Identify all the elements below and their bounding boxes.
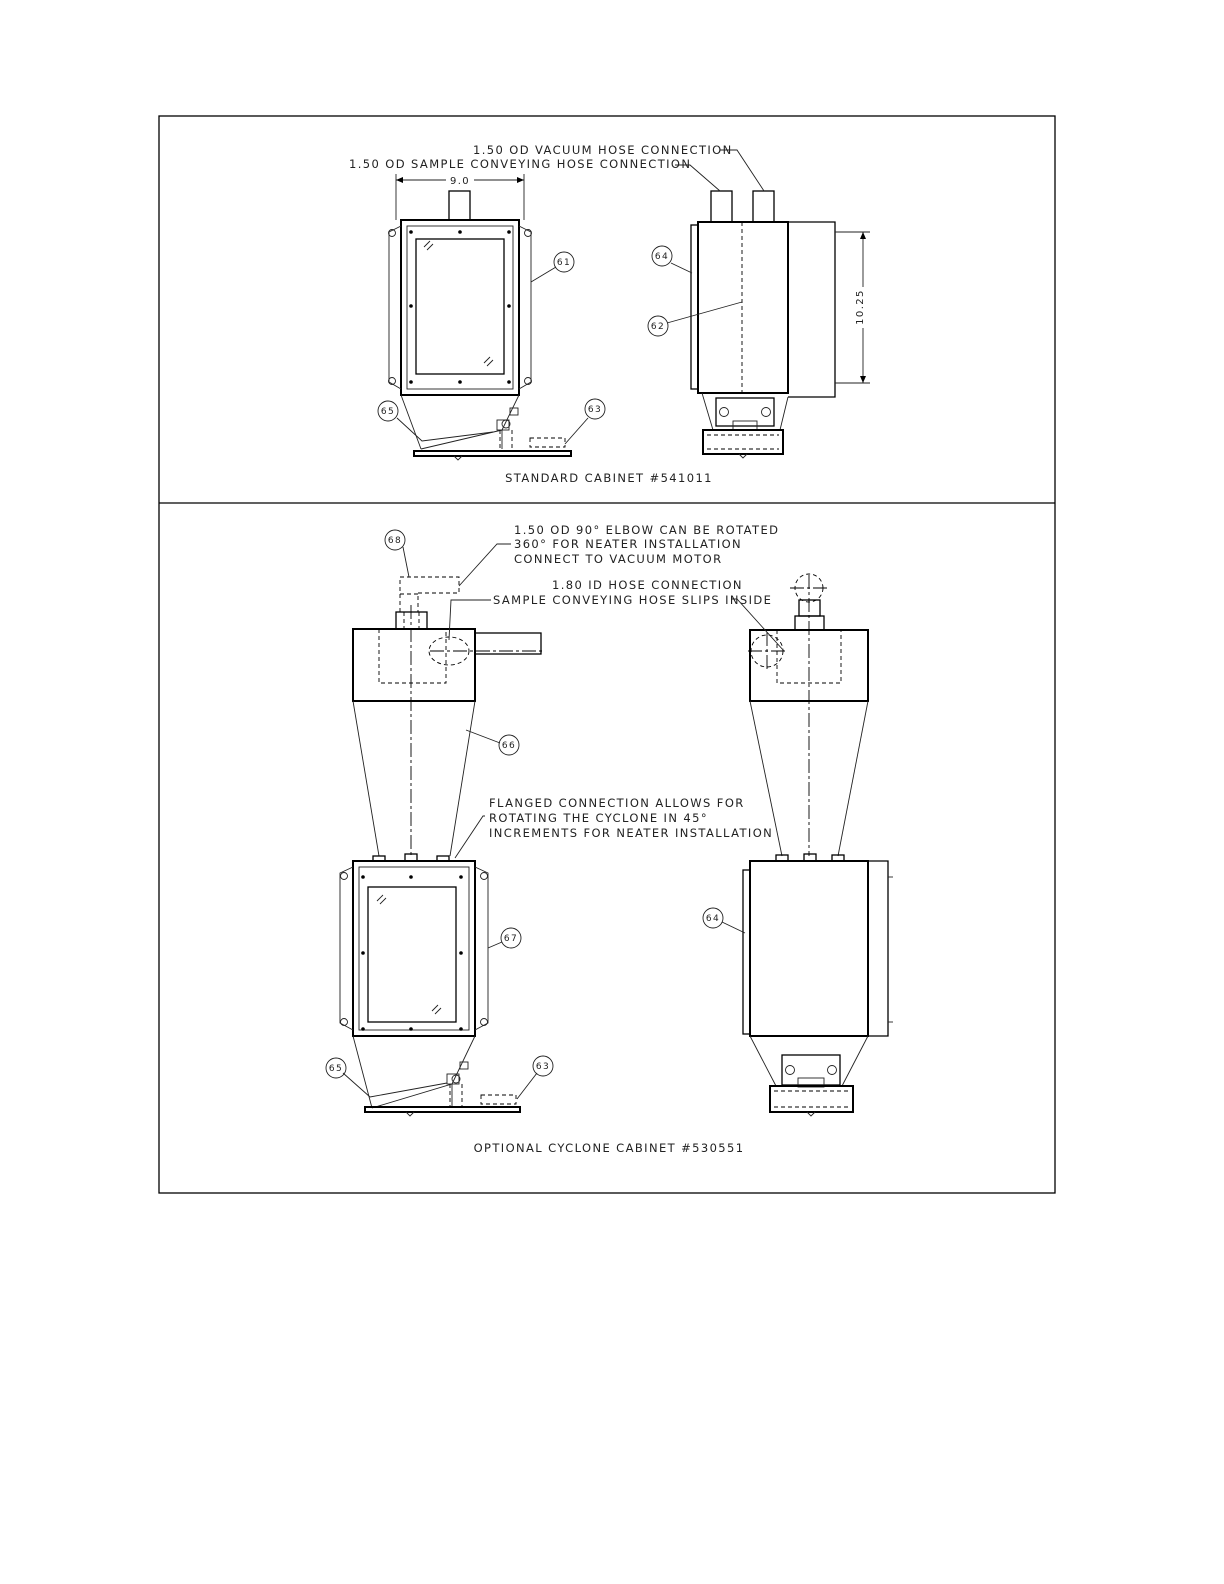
cyclone-leaders (342, 543, 785, 1100)
cyclone-callout-68: 68 (384, 529, 406, 551)
outer-frame (158, 115, 1056, 1194)
svg-text:68: 68 (388, 536, 402, 546)
hose-connection-note: 1.80 ID HOSE CONNECTION SAMPLE CONVEYING… (493, 578, 772, 607)
cyclone-front-view (339, 576, 545, 1117)
svg-text:61: 61 (557, 258, 571, 268)
standard-width-dimension: 9.0 (450, 176, 470, 187)
standard-callout-63: 63 (584, 398, 606, 420)
cyclone-callout-66: 66 (498, 734, 520, 756)
standard-caption: STANDARD CABINET #541011 (505, 471, 713, 485)
elbow-note: 1.50 OD 90° ELBOW CAN BE ROTATED 360° FO… (514, 523, 779, 566)
svg-text:64: 64 (655, 252, 669, 262)
svg-text:65: 65 (381, 407, 395, 417)
cyclone-caption: OPTIONAL CYCLONE CABINET #530551 (474, 1141, 745, 1155)
svg-text:INCREMENTS FOR NEATER INSTALLA: INCREMENTS FOR NEATER INSTALLATION (489, 826, 773, 840)
svg-text:ROTATING THE CYCLONE IN 45°: ROTATING THE CYCLONE IN 45° (489, 811, 708, 825)
svg-text:65: 65 (329, 1064, 343, 1074)
standard-leaders (396, 149, 765, 445)
svg-text:1.50 OD 90° ELBOW CAN BE ROTAT: 1.50 OD 90° ELBOW CAN BE ROTATED (514, 523, 779, 537)
svg-text:360° FOR NEATER INSTALLATION: 360° FOR NEATER INSTALLATION (514, 537, 742, 551)
standard-front-view (388, 174, 572, 461)
vacuum-hose-label: 1.50 OD VACUUM HOSE CONNECTION (473, 143, 733, 157)
standard-height-dimension: 10.25 (855, 289, 866, 325)
cyclone-side-view (742, 573, 893, 1117)
flange-note: FLANGED CONNECTION ALLOWS FOR ROTATING T… (489, 796, 773, 840)
svg-text:67: 67 (504, 934, 518, 944)
cyclone-callout-63: 63 (532, 1055, 554, 1077)
standard-callout-61: 61 (553, 251, 575, 273)
cyclone-callout-64: 64 (702, 907, 724, 929)
standard-side-view (690, 190, 870, 459)
svg-text:CONNECT TO VACUUM MOTOR: CONNECT TO VACUUM MOTOR (514, 552, 722, 566)
svg-text:63: 63 (536, 1062, 550, 1072)
svg-text:62: 62 (651, 322, 665, 332)
standard-callout-65: 65 (377, 400, 399, 422)
standard-callout-62: 62 (647, 315, 669, 337)
cyclone-callout-67: 67 (500, 927, 522, 949)
sample-hose-label: 1.50 OD SAMPLE CONVEYING HOSE CONNECTION (349, 157, 691, 171)
svg-text:SAMPLE CONVEYING HOSE SLIPS IN: SAMPLE CONVEYING HOSE SLIPS INSIDE (493, 593, 772, 607)
svg-text:64: 64 (706, 914, 720, 924)
svg-text:63: 63 (588, 405, 602, 415)
svg-text:66: 66 (502, 741, 516, 751)
svg-text:1.80 ID HOSE CONNECTION: 1.80 ID HOSE CONNECTION (552, 578, 743, 592)
svg-text:FLANGED CONNECTION ALLOWS FOR: FLANGED CONNECTION ALLOWS FOR (489, 796, 745, 810)
standard-callout-64: 64 (651, 245, 673, 267)
cyclone-callout-65: 65 (325, 1057, 347, 1079)
